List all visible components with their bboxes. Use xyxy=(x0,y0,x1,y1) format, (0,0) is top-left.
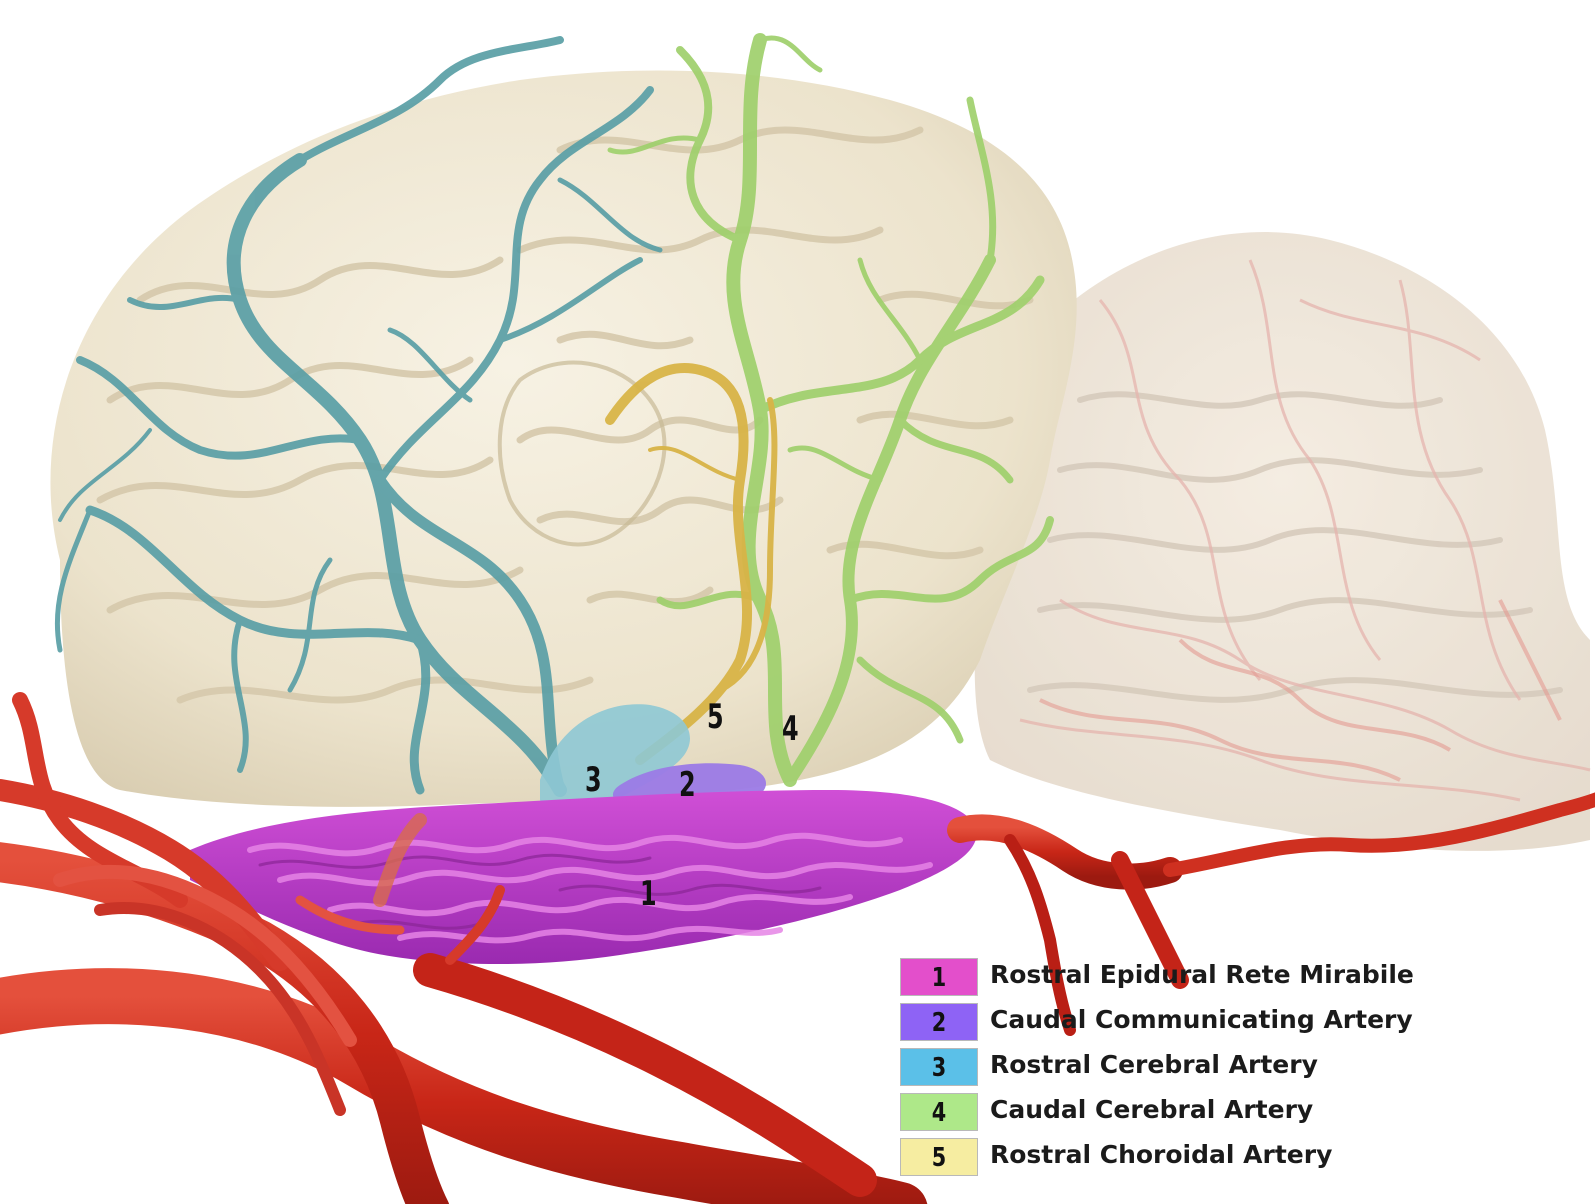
rostral-choroidal-vessel xyxy=(605,363,778,765)
legend-item: 5 Rostral Choroidal Artery xyxy=(900,1138,1440,1178)
legend-label: Rostral Cerebral Artery xyxy=(990,1050,1318,1079)
legend-label: Caudal Cerebral Artery xyxy=(990,1095,1314,1124)
legend-number: 3 xyxy=(931,1053,947,1083)
rostral-cerebral-vessels xyxy=(54,36,663,797)
legend-label: Caudal Communicating Artery xyxy=(990,1005,1413,1034)
legend-swatch: 3 xyxy=(900,1048,978,1086)
legend-item: 2 Caudal Communicating Artery xyxy=(900,1003,1440,1043)
cerebellum xyxy=(974,232,1591,851)
callout-1: 1 xyxy=(640,874,657,914)
legend-item: 1 Rostral Epidural Rete Mirabile xyxy=(900,958,1440,998)
legend-swatch: 4 xyxy=(900,1093,978,1131)
rostral-cerebral-base xyxy=(540,704,690,820)
callout-5: 5 xyxy=(707,697,724,737)
legend-label: Rostral Epidural Rete Mirabile xyxy=(990,960,1414,989)
legend-swatch: 5 xyxy=(900,1138,978,1176)
arteries xyxy=(0,692,1595,1204)
legend-number: 4 xyxy=(931,1098,947,1128)
legend: 1 Rostral Epidural Rete Mirabile 2 Cauda… xyxy=(900,958,1440,1183)
legend-number: 5 xyxy=(931,1143,947,1173)
legend-label: Rostral Choroidal Artery xyxy=(990,1140,1333,1169)
legend-item: 4 Caudal Cerebral Artery xyxy=(900,1093,1440,1133)
callout-3: 3 xyxy=(585,760,602,800)
rete-mirabile xyxy=(190,790,977,965)
callout-2: 2 xyxy=(679,765,696,805)
legend-swatch: 2 xyxy=(900,1003,978,1041)
legend-number: 1 xyxy=(931,963,947,993)
cerebellar-vessels xyxy=(1039,599,1562,782)
cerebrum xyxy=(50,70,1077,807)
legend-item: 3 Rostral Cerebral Artery xyxy=(900,1048,1440,1088)
legend-swatch: 1 xyxy=(900,958,978,996)
callout-4: 4 xyxy=(782,709,799,749)
legend-number: 2 xyxy=(931,1008,947,1038)
